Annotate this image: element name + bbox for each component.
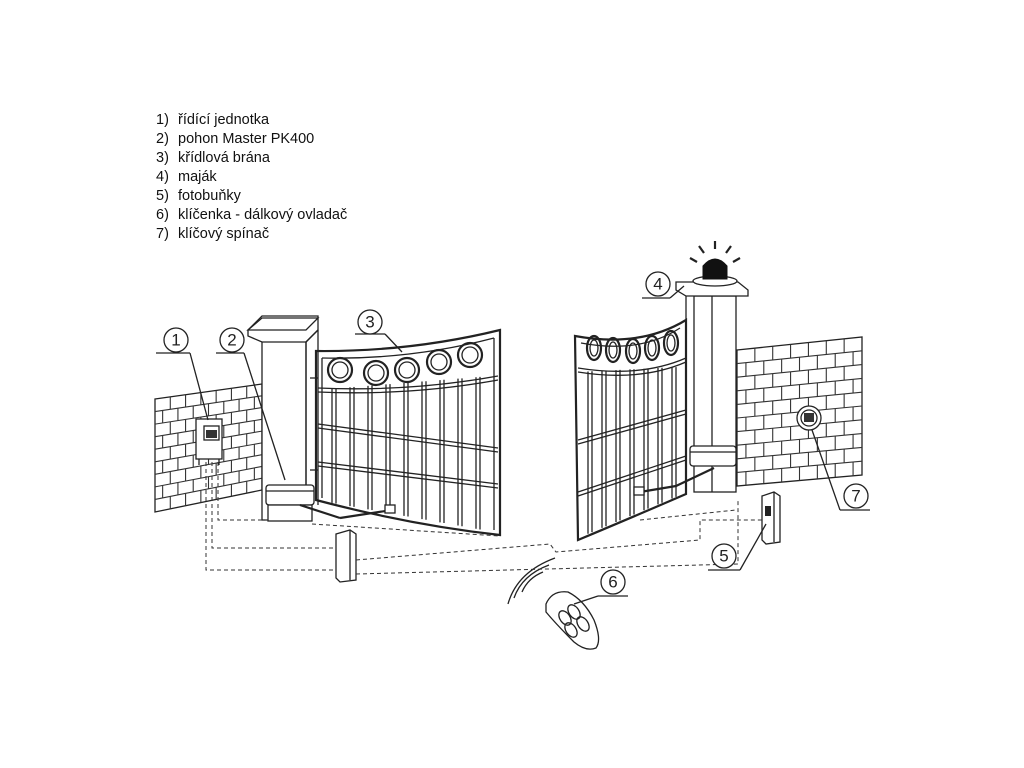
left-gate-leaf	[310, 328, 502, 537]
left-gate-drive	[265, 484, 396, 522]
key-switch	[796, 405, 822, 431]
legend: 1)řídící jednotka 2)pohon Master PK400 3…	[156, 111, 347, 244]
svg-text:3: 3	[365, 313, 374, 332]
remote-keyfob	[507, 557, 600, 650]
callout-5: 5	[711, 543, 737, 569]
legend-item-6: 6)klíčenka - dálkový ovladač	[156, 207, 348, 223]
underground-wiring	[205, 462, 762, 575]
warning-beacon	[689, 241, 741, 287]
photocell-left	[335, 529, 357, 583]
callout-7: 7	[843, 483, 869, 509]
legend-item-5: 5)fotobuňky	[156, 188, 241, 204]
svg-text:4: 4	[653, 275, 662, 294]
legend-item-3: 3)křídlová brána	[156, 150, 270, 166]
callout-leaders	[156, 285, 870, 605]
right-gate-leaf	[573, 318, 688, 542]
legend-item-1: 1)řídící jednotka	[156, 112, 270, 128]
legend-item-7: 7)klíčový spínač	[156, 226, 270, 242]
svg-text:6: 6	[608, 573, 617, 592]
callout-4: 4	[645, 271, 671, 297]
photocell-right	[761, 491, 781, 545]
callout-6: 6	[600, 569, 626, 595]
svg-text:2: 2	[227, 331, 236, 350]
svg-text:7: 7	[851, 487, 860, 506]
legend-item-2: 2)pohon Master PK400	[156, 131, 315, 147]
callout-3: 3	[357, 309, 383, 335]
right-gate-drive	[633, 445, 737, 496]
svg-text:1: 1	[171, 331, 180, 350]
svg-text:5: 5	[719, 547, 728, 566]
callout-1: 1	[163, 327, 189, 353]
callout-2: 2	[219, 327, 245, 353]
control-unit	[195, 418, 223, 465]
legend-item-4: 4)maják	[156, 169, 217, 185]
